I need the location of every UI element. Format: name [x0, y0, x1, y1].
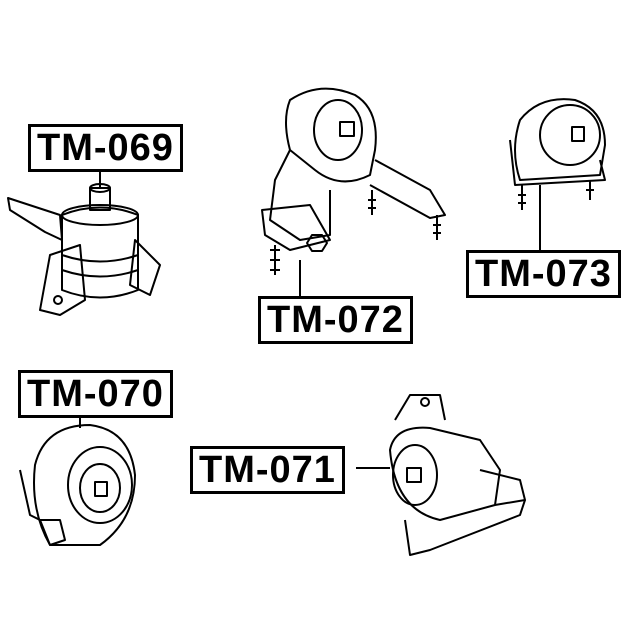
- part-label-tm-069: TM-069: [28, 124, 183, 172]
- part-label-tm-073: TM-073: [466, 250, 621, 298]
- part-label-tm-070: TM-070: [18, 370, 173, 418]
- part-label-tm-072: TM-072: [258, 296, 413, 344]
- part-drawing-tm-073: [509, 98, 606, 250]
- part-drawing-tm-071: [356, 394, 526, 556]
- part-label-tm-071: TM-071: [190, 446, 345, 494]
- part-drawing-tm-069: [7, 168, 161, 316]
- part-drawing-tm-072: [261, 87, 446, 296]
- part-drawing-tm-070: [19, 414, 136, 546]
